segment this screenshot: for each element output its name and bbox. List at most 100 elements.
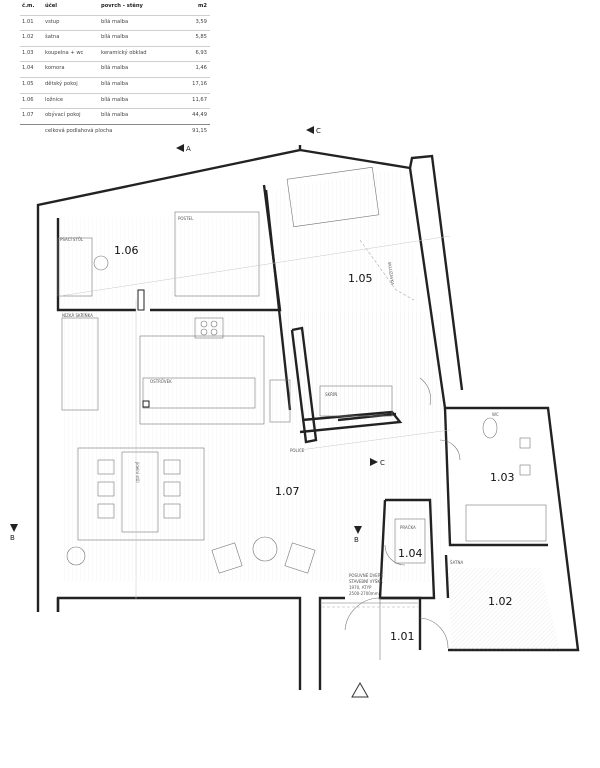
header-room-purpose: účel: [45, 3, 58, 9]
armchair: [284, 542, 316, 574]
room-number: 1.03: [22, 49, 34, 56]
column: [137, 289, 145, 311]
header-area: m2: [197, 3, 207, 9]
bunk-bed: [286, 166, 380, 228]
room-purpose: obývací pokoj: [45, 112, 81, 119]
desk: [57, 237, 93, 297]
guide-lines: [59, 235, 451, 600]
bed: [174, 211, 260, 297]
closet-rods: [448, 568, 560, 650]
kitchen-counter: [139, 335, 265, 425]
bedroom-door: [419, 377, 431, 406]
wardrobe: [319, 385, 393, 417]
label-sliding-door-2: STAVEBNÍ VÝŠKA: [349, 579, 383, 584]
room-purpose: koupelna + wc: [45, 49, 84, 56]
room-label-1-04: 1.04: [398, 547, 423, 560]
label-desk: PSACÍ STŮL: [60, 237, 84, 242]
section-arrow-icon: [370, 458, 378, 466]
section-mark-c: C: [316, 127, 321, 135]
table-row: 1.05 dětský pokoj bílá malba 17,16: [20, 78, 210, 94]
cooktop: [194, 317, 224, 339]
label-island: OSTRŮVEK: [150, 379, 172, 384]
room-label-1-03: 1.03: [490, 471, 515, 484]
doors: [320, 377, 461, 660]
plant: [66, 546, 86, 566]
plan-labels: PSACÍ STŮL POSTEL NÍZKÁ SKŘÍŇKA OSTRŮVEK…: [60, 216, 499, 596]
washing-machine: [394, 518, 426, 564]
room-area: 1,46: [195, 65, 207, 72]
label-slide: SKLUZAVKA: [387, 261, 395, 285]
label-washer: PRAČKA: [400, 525, 416, 530]
section-arrow-icon: [354, 526, 362, 534]
column: [142, 400, 150, 408]
dining-table: [121, 451, 159, 533]
room-surface: bílá malba: [101, 80, 129, 87]
room-area: 11,67: [192, 96, 207, 103]
room-purpose: ložnice: [45, 96, 64, 103]
toilet: [482, 417, 498, 439]
section-mark-b: B: [10, 534, 15, 542]
room-number: 1.06: [22, 96, 34, 103]
section-marks: A C B B C: [10, 126, 385, 698]
room-purpose: dětský pokoj: [45, 80, 78, 87]
coffee-table: [252, 536, 278, 562]
header-surface: povrch - stěny: [101, 3, 143, 9]
room-label-1-07: 1.07: [275, 485, 300, 498]
table-row: 1.07 obývací pokoj bílá malba 44,49: [20, 109, 210, 125]
desk-chair: [93, 255, 109, 271]
room-label-1-01: 1.01: [390, 630, 415, 643]
label-sliding-door-3: 1970, ATYP: [349, 585, 372, 590]
label-low-cabinet: NÍZKÁ SKŘÍŇKA: [62, 313, 93, 318]
label-shelf: POLICE: [290, 448, 305, 453]
storage-door: [384, 544, 406, 566]
room-number: 1.05: [22, 80, 34, 87]
low-cabinet: [61, 317, 99, 411]
room-surface: keramický obklad: [101, 49, 147, 56]
table-row: 1.04 komora bílá malba 1,46: [20, 62, 210, 78]
room-number: 1.02: [22, 34, 34, 41]
furniture: [57, 166, 560, 650]
label-wc: WC: [492, 412, 499, 417]
shelf: [269, 379, 291, 423]
total-label: celková podlahová plocha: [45, 127, 113, 134]
table-total-row: celková podlahová plocha 91,15: [20, 125, 210, 140]
label-dining-table: jídelní stůl: [135, 461, 140, 483]
room-purpose: vstup: [45, 18, 60, 25]
label-wardrobe: SKŘÍŇ: [325, 392, 337, 397]
room-area: 44,49: [192, 112, 207, 119]
entrance-door: [344, 597, 381, 631]
bathtub: [465, 504, 547, 542]
armchair: [211, 542, 243, 574]
section-mark-c: C: [380, 459, 385, 467]
table-header-row: č.m. účel povrch - stěny m2: [20, 0, 210, 16]
room-numbers: 1.06 1.05 1.07 1.03 1.04 1.02 1.01: [114, 244, 515, 643]
section-mark-a: A: [186, 145, 191, 153]
table-row: 1.01 vstup bílá malba 3,59: [20, 16, 210, 32]
room-area: 5,85: [195, 34, 207, 41]
room-label-1-05: 1.05: [348, 272, 373, 285]
table-row: 1.03 koupelna + wc keramický obklad 6,93: [20, 47, 210, 63]
room-purpose: komora: [45, 65, 65, 72]
section-arrow-icon: [10, 524, 18, 532]
room-surface: bílá malba: [101, 96, 129, 103]
rug: [77, 447, 205, 541]
bathroom-door: [439, 439, 461, 461]
section-mark-b: B: [354, 536, 359, 544]
room-purpose: šatna: [45, 34, 60, 41]
room-label-1-06: 1.06: [114, 244, 139, 257]
label-sliding-door-1: POSUVNÉ DVEŘE: [349, 573, 384, 578]
room-area: 6,93: [195, 49, 207, 56]
room-surface: bílá malba: [101, 18, 129, 25]
entrance-arrow-icon: [351, 681, 369, 698]
section-arrow-icon: [176, 144, 184, 152]
room-area: 17,16: [192, 80, 207, 87]
room-area: 3,59: [195, 18, 207, 25]
header-room-number: č.m.: [22, 3, 35, 9]
table-row: 1.06 ložnice bílá malba 11,67: [20, 94, 210, 110]
room-number: 1.07: [22, 112, 34, 119]
room-number: 1.01: [22, 18, 34, 25]
closet-door: [419, 617, 449, 649]
label-sliding-door-4: 2500-2700mm: [349, 591, 379, 596]
table-row: 1.02 šatna bílá malba 5,85: [20, 31, 210, 47]
